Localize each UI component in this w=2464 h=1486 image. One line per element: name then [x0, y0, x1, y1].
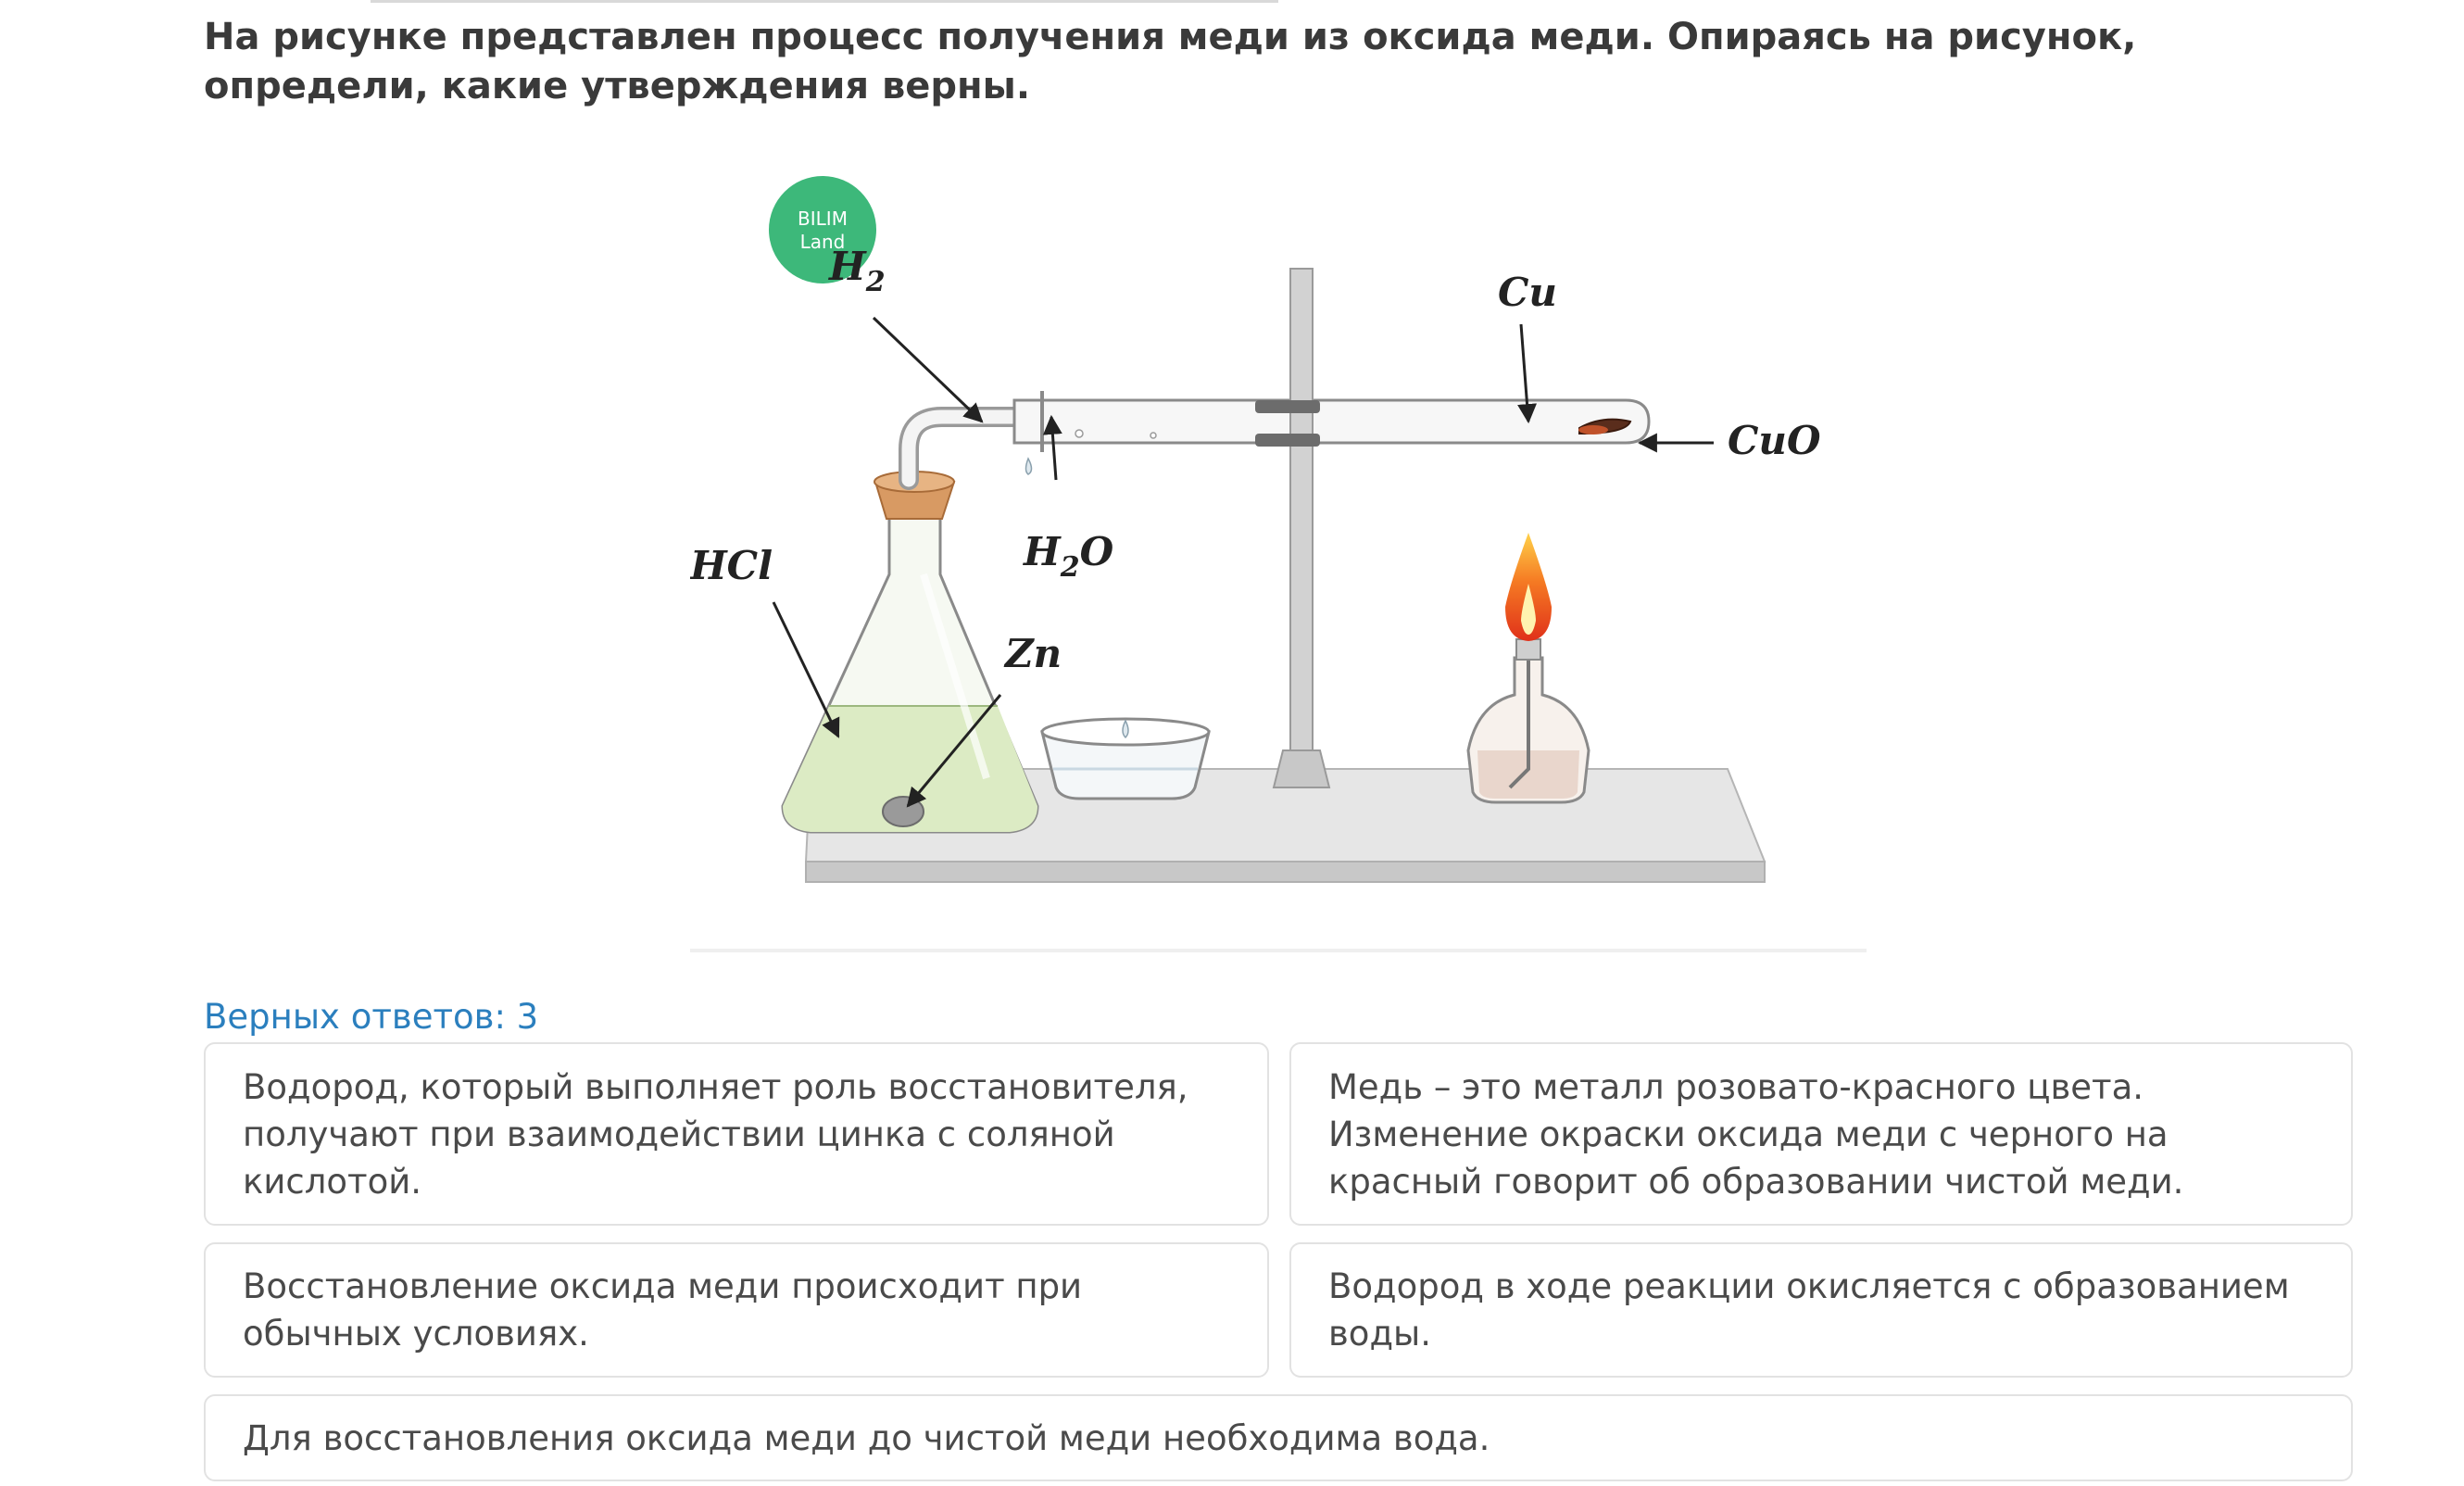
label-cuo: CuO — [1728, 418, 1821, 463]
zinc-piece — [882, 796, 924, 827]
answer-option-3[interactable]: Восстановление оксида меди происходит пр… — [204, 1242, 1269, 1378]
answer-option-2[interactable]: Медь – это металл розовато-красного цвет… — [1289, 1042, 2353, 1226]
water-drop — [1025, 457, 1033, 475]
answer-option-1[interactable]: Водород, который выполняет роль восстано… — [204, 1042, 1269, 1226]
logo-text-1: BILIM — [798, 208, 848, 230]
copper-red — [1578, 425, 1608, 434]
label-zn: Zn — [1003, 631, 1062, 676]
label-hcl: HCl — [690, 543, 773, 588]
answer-option-text: Медь – это металл розовато-красного цвет… — [1328, 1066, 2184, 1202]
experiment-illustration: BILIM Land — [690, 176, 1821, 883]
experiment-figure: BILIM Land — [690, 139, 1894, 945]
logo-circle — [769, 176, 876, 283]
lab-stand — [1255, 268, 1331, 788]
logo-text-2: Land — [800, 231, 846, 253]
bilim-land-logo: BILIM Land — [769, 176, 876, 283]
label-h2: H2 — [828, 244, 886, 298]
test-tube — [1012, 391, 1651, 475]
answer-option-text: Водород в ходе реакции окисляется с обра… — [1328, 1266, 2290, 1354]
label-arrows — [772, 316, 1714, 808]
label-h2o: H2O — [1023, 529, 1114, 584]
top-divider — [371, 0, 1278, 3]
spirit-lamp — [1466, 533, 1590, 804]
answer-option-text: Для восстановления оксида меди до чистой… — [243, 1417, 1490, 1458]
correct-answers-count: Верных ответов: 3 — [204, 997, 539, 1037]
answer-option-text: Водород, который выполняет роль восстано… — [243, 1066, 1188, 1202]
figure-divider — [690, 949, 1867, 952]
water-dish — [1040, 717, 1211, 800]
question-text: На рисунке представлен процесс получения… — [204, 16, 2137, 107]
label-cu: Cu — [1498, 270, 1557, 315]
reaction-flask — [781, 471, 1039, 834]
chemical-labels: H2 Cu CuO H2O HCl Zn — [690, 244, 1821, 676]
answer-option-4[interactable]: Водород в ходе реакции окисляется с обра… — [1289, 1242, 2353, 1378]
gas-tube — [899, 407, 1469, 490]
answer-option-5[interactable]: Для восстановления оксида меди до чистой… — [204, 1394, 2353, 1481]
answer-option-text: Восстановление оксида меди происходит пр… — [243, 1266, 1083, 1354]
